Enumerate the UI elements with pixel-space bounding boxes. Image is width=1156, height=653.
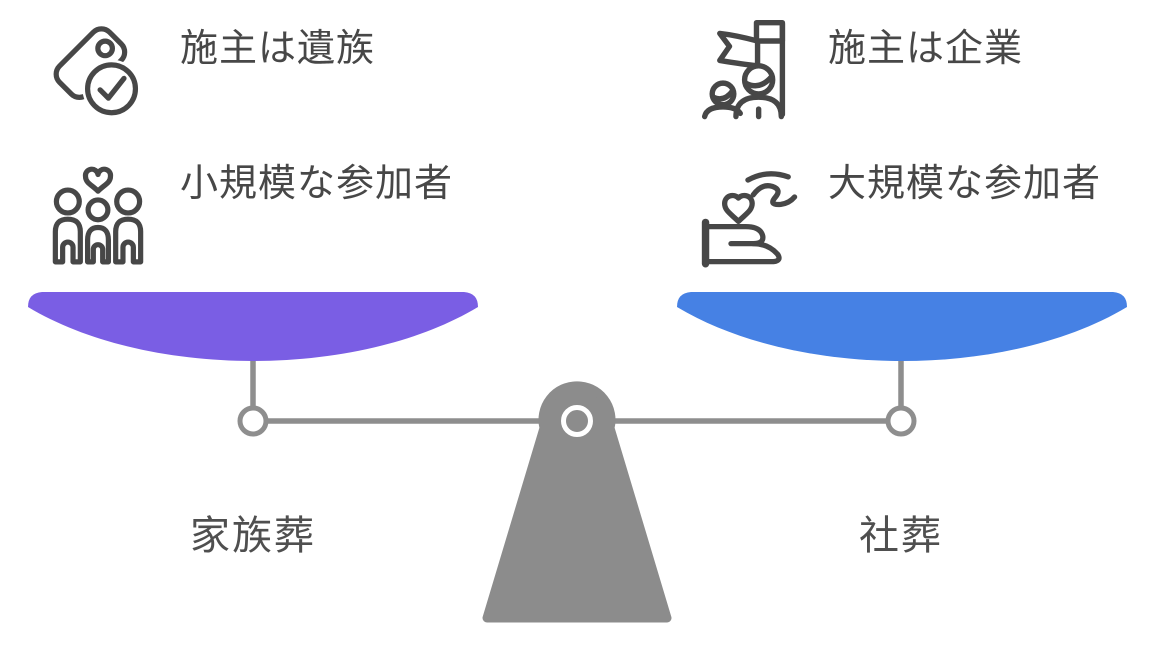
left-beam-ring — [237, 405, 269, 437]
hand-heart-icon — [701, 171, 798, 268]
left-pan — [28, 292, 478, 361]
tag-check-icon — [53, 26, 141, 118]
feature-text-left-1: 施主は遺族 — [180, 28, 376, 70]
left-pan-label: 家族葬 — [190, 514, 316, 558]
feature-text-right-1: 施主は企業 — [828, 28, 1024, 70]
right-beam-ring — [885, 405, 917, 437]
fulcrum — [482, 381, 672, 623]
feature-text-left-2: 小規模な参加者 — [180, 163, 454, 205]
right-pan — [677, 292, 1127, 361]
right-pan-label: 社葬 — [859, 514, 943, 558]
feature-text-right-2: 大規模な参加者 — [828, 163, 1102, 205]
group-heart-icon — [52, 166, 144, 265]
flag-team-icon — [701, 19, 786, 120]
pivot-ring — [561, 405, 593, 437]
